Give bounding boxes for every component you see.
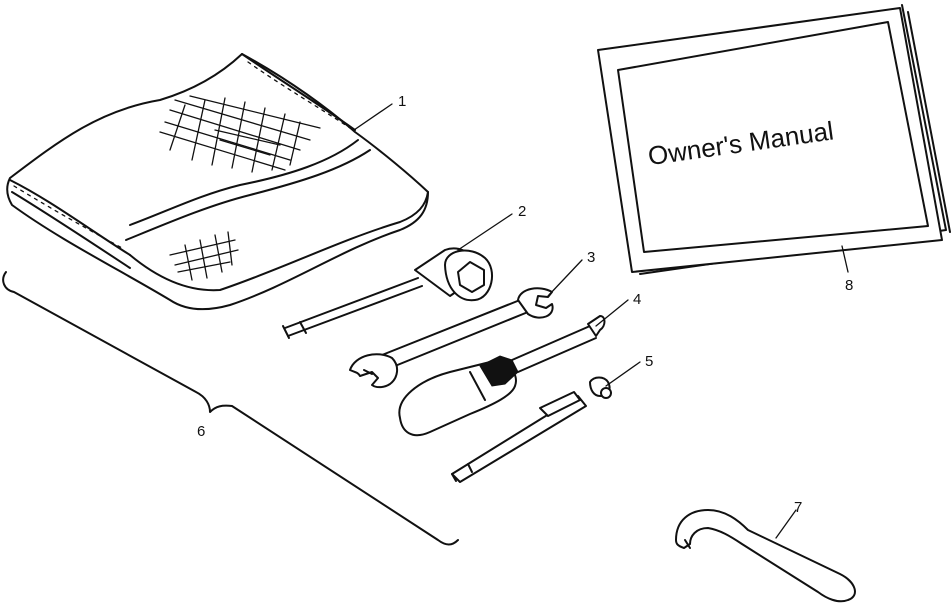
driver-bit	[451, 376, 612, 483]
tool-bag	[6, 53, 429, 311]
owners-manual: Owner's Manual	[597, 4, 951, 275]
leader-4	[595, 299, 629, 327]
callout-4: 4	[633, 291, 641, 308]
screwdriver	[398, 315, 606, 437]
bag-pattern-top	[159, 95, 321, 173]
spanner-wrench	[675, 509, 856, 603]
bag-pattern-bottom	[169, 231, 239, 281]
spark-plug-socket	[282, 247, 494, 339]
leader-5	[605, 361, 641, 387]
callout-8: 8	[845, 277, 853, 294]
callout-2: 2	[518, 203, 526, 220]
leader-3	[547, 259, 583, 297]
open-end-wrench	[349, 287, 554, 389]
callout-6: 6	[197, 423, 205, 440]
callout-7: 7	[794, 499, 802, 516]
callout-5: 5	[645, 353, 653, 370]
leader-2	[457, 213, 513, 251]
leader-1	[353, 103, 393, 131]
leader-lines	[353, 103, 849, 539]
callout-3: 3	[587, 249, 595, 266]
leader-8	[841, 245, 849, 273]
tool-kit-bracket	[2, 271, 459, 546]
callout-1: 1	[398, 93, 406, 110]
callout-numbers: 1 2 3 4 5 6 7 8	[197, 93, 853, 516]
leader-7	[775, 509, 797, 539]
